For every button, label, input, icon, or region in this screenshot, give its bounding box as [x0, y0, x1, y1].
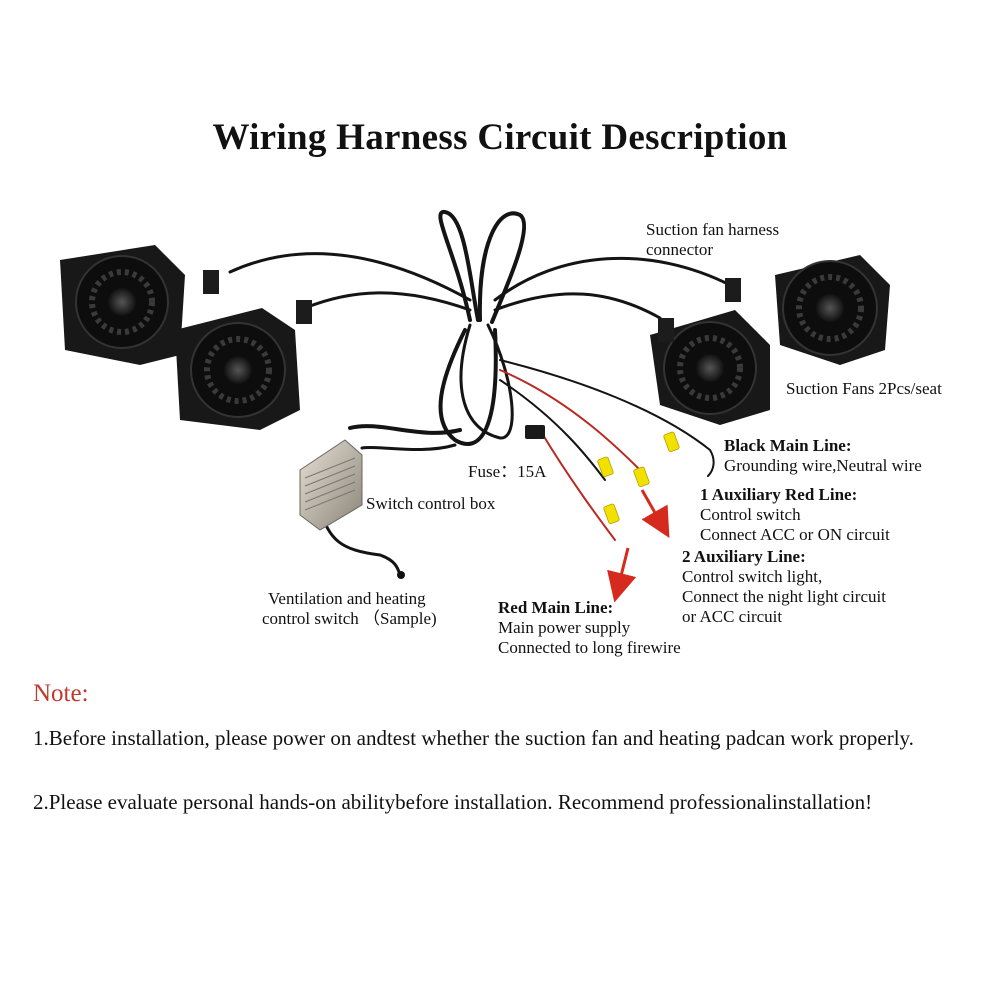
fuse-holder: [525, 425, 545, 439]
red-main-line-label: Red Main Line: Main power supply Connect…: [498, 598, 681, 657]
wire-tags: [597, 431, 680, 525]
black-main-line-label: Black Main Line: Grounding wire,Neutral …: [724, 436, 922, 475]
switch-box-label: Switch control box: [366, 494, 496, 513]
control-switch-label: Ventilation and heating control switch （…: [262, 589, 437, 628]
aux-red-line-label: 1 Auxiliary Red Line: Control switch Con…: [700, 485, 890, 544]
note-item-1: 1.Before installation, please power on a…: [33, 726, 914, 750]
fan-bottom-left: [175, 300, 312, 430]
wire-harness: [228, 210, 732, 577]
fan-top-left: [60, 245, 219, 365]
note-heading: Note:: [33, 680, 89, 707]
switch-control-box: [299, 439, 363, 531]
control-switch-icon: [397, 571, 405, 579]
red-arrows: [607, 489, 670, 603]
aux2-line-label: 2 Auxiliary Line: Control switch light, …: [682, 547, 886, 626]
fan-bottom-right: [650, 310, 770, 425]
fan-top-right: [725, 255, 890, 365]
suction-fans-label: Suction Fans 2Pcs/seat: [786, 379, 942, 398]
note-item-2: 2.Please evaluate personal hands-on abil…: [33, 790, 873, 814]
page-title: Wiring Harness Circuit Description: [212, 117, 788, 158]
fuse-label: Fuse：15A: [468, 462, 547, 481]
suction-connector-label: Suction fan harness connector: [646, 220, 780, 259]
wiring-diagram: [60, 210, 890, 603]
